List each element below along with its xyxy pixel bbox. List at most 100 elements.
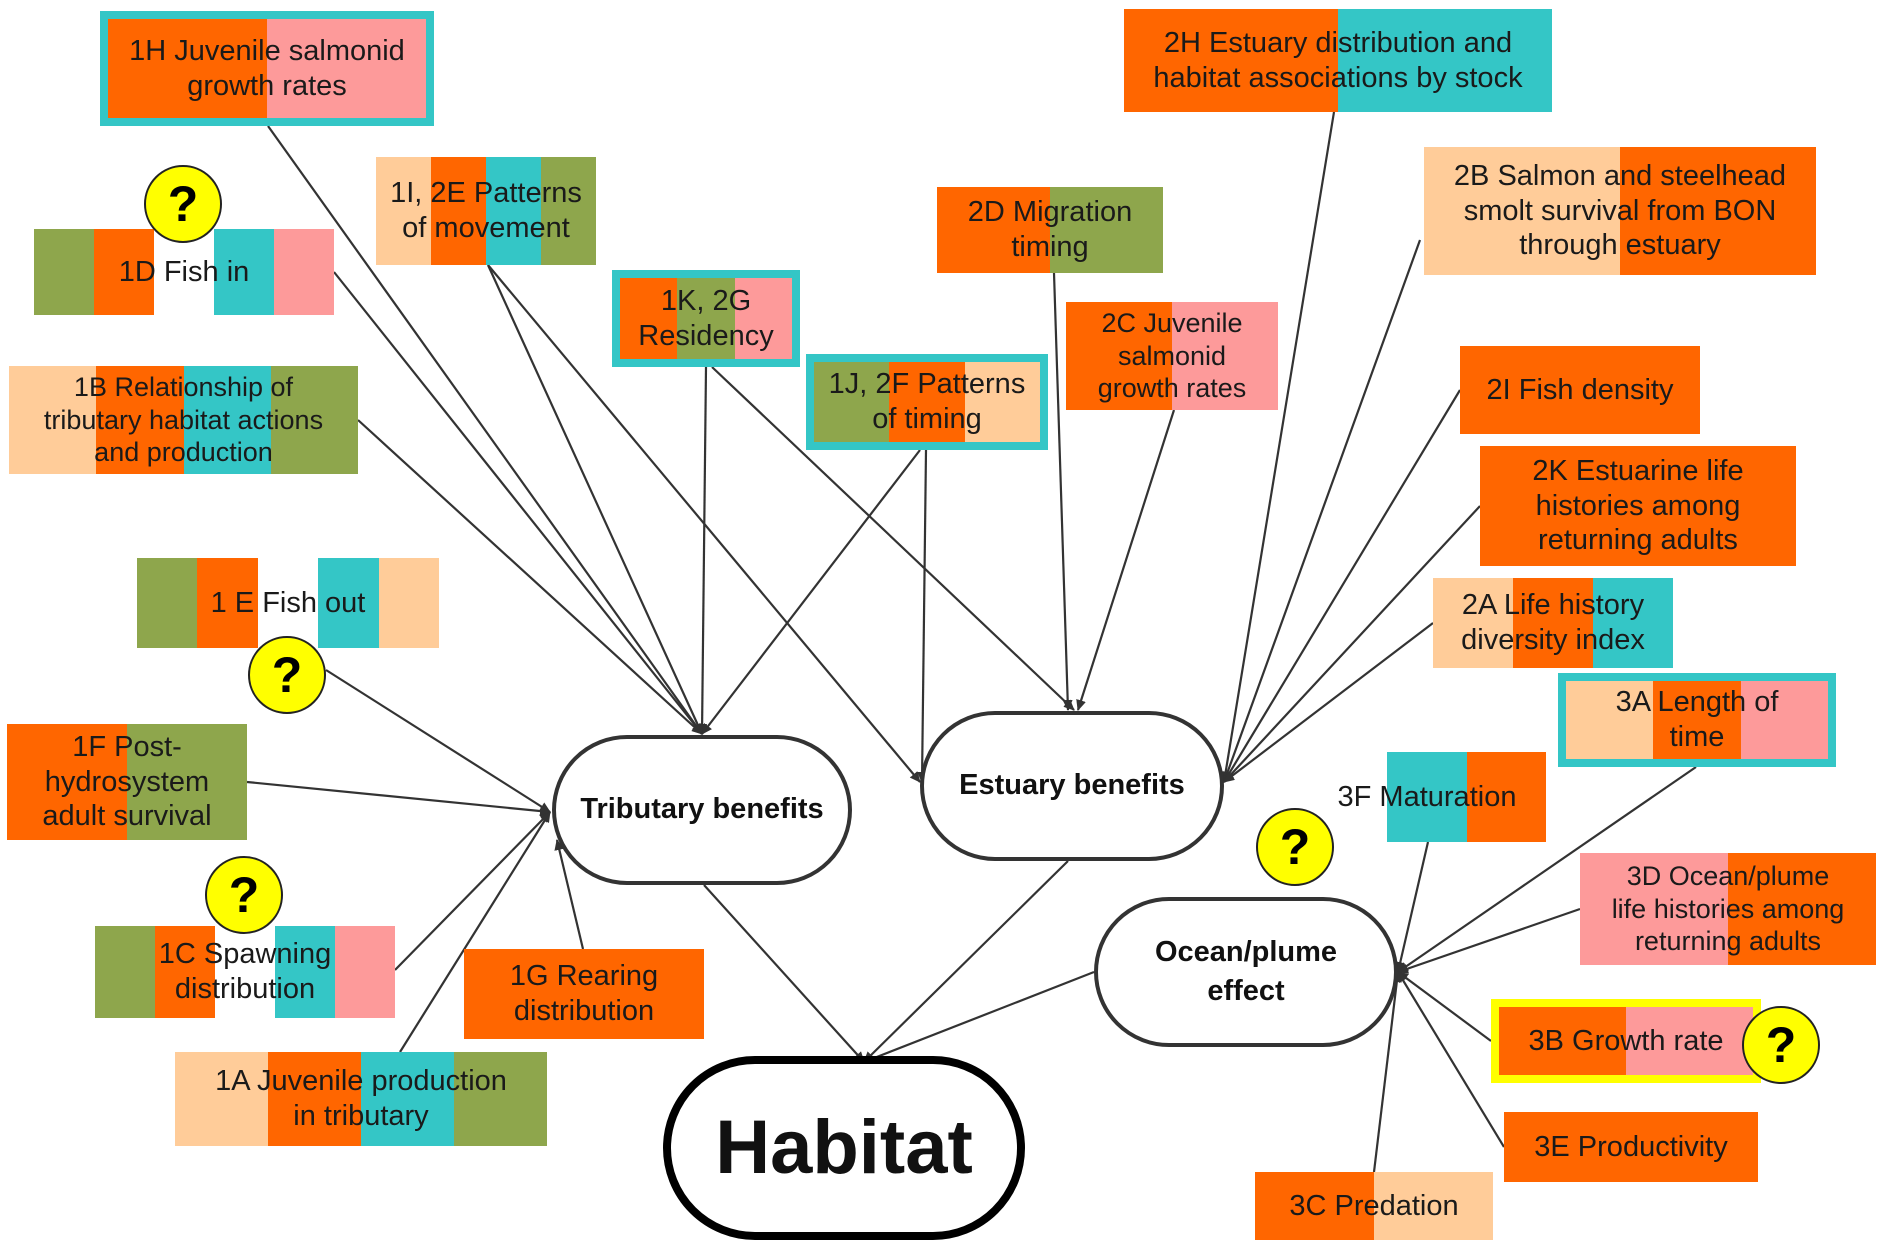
box-1k-2g-residency: 1K, 2G Residency — [612, 270, 800, 367]
box-label: 1J, 2F Patterns of timing — [828, 368, 1026, 435]
color-stripe — [274, 229, 334, 315]
color-stripe — [1374, 1172, 1493, 1240]
color-stripe — [155, 926, 215, 1018]
box-3d-ocean-plume-life-histories: 3D Ocean/plume life histories among retu… — [1580, 853, 1876, 965]
color-stripe — [376, 157, 431, 265]
edge-1c-to-tributary — [394, 811, 551, 971]
box-label: 1F Post- hydrosystem adult survival — [42, 730, 212, 833]
box-3e-productivity: 3E Productivity — [1504, 1112, 1758, 1182]
box-label: 2C Juvenile salmonid growth rates — [1097, 308, 1247, 404]
box-3f-maturation: 3F Maturation — [1308, 752, 1546, 842]
color-stripe — [94, 229, 154, 315]
color-stripe — [677, 278, 735, 359]
box-1a-juvenile-production-in-tributary: 1A Juvenile production in tributary — [175, 1052, 547, 1146]
box-1i-2e-patterns-of-movement: 1I, 2E Patterns of movement — [376, 157, 596, 265]
box-label: 2K Estuarine life histories among return… — [1532, 454, 1744, 557]
question-mark-icon: ? — [205, 856, 283, 934]
edge-2c-to-estuary — [1076, 409, 1176, 711]
color-stripe — [620, 278, 678, 359]
box-label: 2H Estuary distribution and habitat asso… — [1153, 26, 1523, 94]
color-stripe — [464, 949, 704, 1039]
box-label: 1C Spawning distribution — [158, 938, 332, 1005]
box-label: 2D Migration timing — [967, 196, 1133, 263]
color-stripe — [1424, 147, 1620, 275]
box-label: 1A Juvenile production in tributary — [215, 1065, 507, 1132]
color-stripe — [214, 229, 274, 315]
box-label: 1B Relationship of tributary habitat act… — [43, 372, 324, 468]
tributary-benefits-node: Tributary benefits — [552, 735, 852, 885]
edge-3f-to-ocean — [1395, 841, 1430, 973]
box-1e-fish-out: 1 E Fish out — [137, 558, 439, 648]
color-stripe — [257, 558, 319, 648]
box-1g-rearing-distribution: 1G Rearing distribution — [464, 949, 704, 1039]
color-stripe — [1460, 346, 1700, 434]
habitat-node: Habitat — [663, 1056, 1025, 1240]
color-stripe — [486, 157, 541, 265]
box-label: 3C Predation — [1289, 1189, 1459, 1222]
color-stripe — [1513, 578, 1593, 668]
edge-1f-to-tributary — [246, 780, 551, 816]
color-stripe — [154, 229, 214, 315]
question-mark-icon: ? — [1742, 1006, 1820, 1084]
color-stripe — [1066, 302, 1172, 410]
color-stripe — [541, 157, 596, 265]
box-label: 3F Maturation — [1337, 780, 1517, 813]
color-stripe — [175, 1052, 268, 1146]
box-2c-juvenile-salmonid-growth-rates: 2C Juvenile salmonid growth rates — [1066, 302, 1278, 410]
color-stripe — [1433, 578, 1513, 668]
edge-tributary-to-habitat — [703, 884, 865, 1063]
box-1h-juvenile-salmonid-growth-rates: 1H Juvenile salmonid growth rates — [100, 11, 434, 126]
box-label: 3B Growth rate — [1528, 1024, 1724, 1057]
box-label: 1D Fish in — [118, 255, 250, 288]
edge-3d-to-ocean — [1397, 907, 1581, 974]
color-stripe — [1124, 9, 1338, 112]
edge-1e-to-tributary — [325, 669, 551, 813]
color-stripe — [734, 278, 792, 359]
box-label: 3E Productivity — [1534, 1130, 1728, 1163]
question-mark-icon: ? — [1256, 808, 1334, 886]
box-2k-estuarine-life-histories: 2K Estuarine life histories among return… — [1480, 446, 1796, 566]
color-stripe — [275, 926, 335, 1018]
color-stripe — [215, 926, 275, 1018]
box-label: 1K, 2G Residency — [638, 284, 774, 352]
color-stripe — [335, 926, 395, 1018]
edge-1j2f-to-estuary — [917, 449, 928, 783]
box-2h-estuary-distribution: 2H Estuary distribution and habitat asso… — [1124, 9, 1552, 112]
color-stripe — [1580, 853, 1728, 965]
color-stripe — [1255, 1172, 1374, 1240]
box-label: 3D Ocean/plume life histories among retu… — [1611, 861, 1845, 957]
edge-1j2f-to-tributary — [701, 449, 921, 735]
color-stripe — [95, 926, 155, 1018]
color-stripe — [318, 558, 379, 648]
edge-ocean-to-habitat — [863, 970, 1095, 1064]
color-stripe — [937, 187, 1050, 273]
color-stripe — [454, 1052, 547, 1146]
color-stripe — [1626, 1007, 1753, 1075]
color-stripe — [1387, 752, 1467, 842]
color-stripe — [1593, 578, 1673, 668]
color-stripe — [1653, 681, 1741, 759]
box-2a-life-history-diversity-index: 2A Life history diversity index — [1433, 578, 1673, 668]
color-stripe — [378, 558, 439, 648]
box-label: 1 E Fish out — [210, 586, 366, 619]
box-label: 2B Salmon and steelhead smolt survival f… — [1453, 159, 1787, 262]
color-stripe — [1740, 681, 1828, 759]
color-stripe — [127, 724, 247, 840]
estuary-benefits-node: Estuary benefits — [920, 711, 1224, 861]
color-stripe — [1504, 1112, 1758, 1182]
color-stripe — [814, 362, 890, 442]
color-stripe — [889, 362, 965, 442]
color-stripe — [9, 366, 97, 474]
edge-2h-to-estuary — [1220, 111, 1336, 783]
color-stripe — [1566, 681, 1654, 759]
box-label: 2A Life history diversity index — [1461, 589, 1645, 656]
box-1f-post-hydrosystem-adult-survival: 1F Post- hydrosystem adult survival — [7, 724, 247, 840]
edge-2i-to-estuary — [1223, 389, 1461, 783]
box-label: 1H Juvenile salmonid growth rates — [129, 34, 405, 102]
color-stripe — [1499, 1007, 1626, 1075]
color-stripe — [361, 1052, 454, 1146]
box-1b-relationship-of-tributary-habitat-actions: 1B Relationship of tributary habitat act… — [9, 366, 358, 474]
color-stripe — [1480, 446, 1796, 566]
color-stripe — [96, 366, 184, 474]
color-stripe — [1728, 853, 1876, 965]
